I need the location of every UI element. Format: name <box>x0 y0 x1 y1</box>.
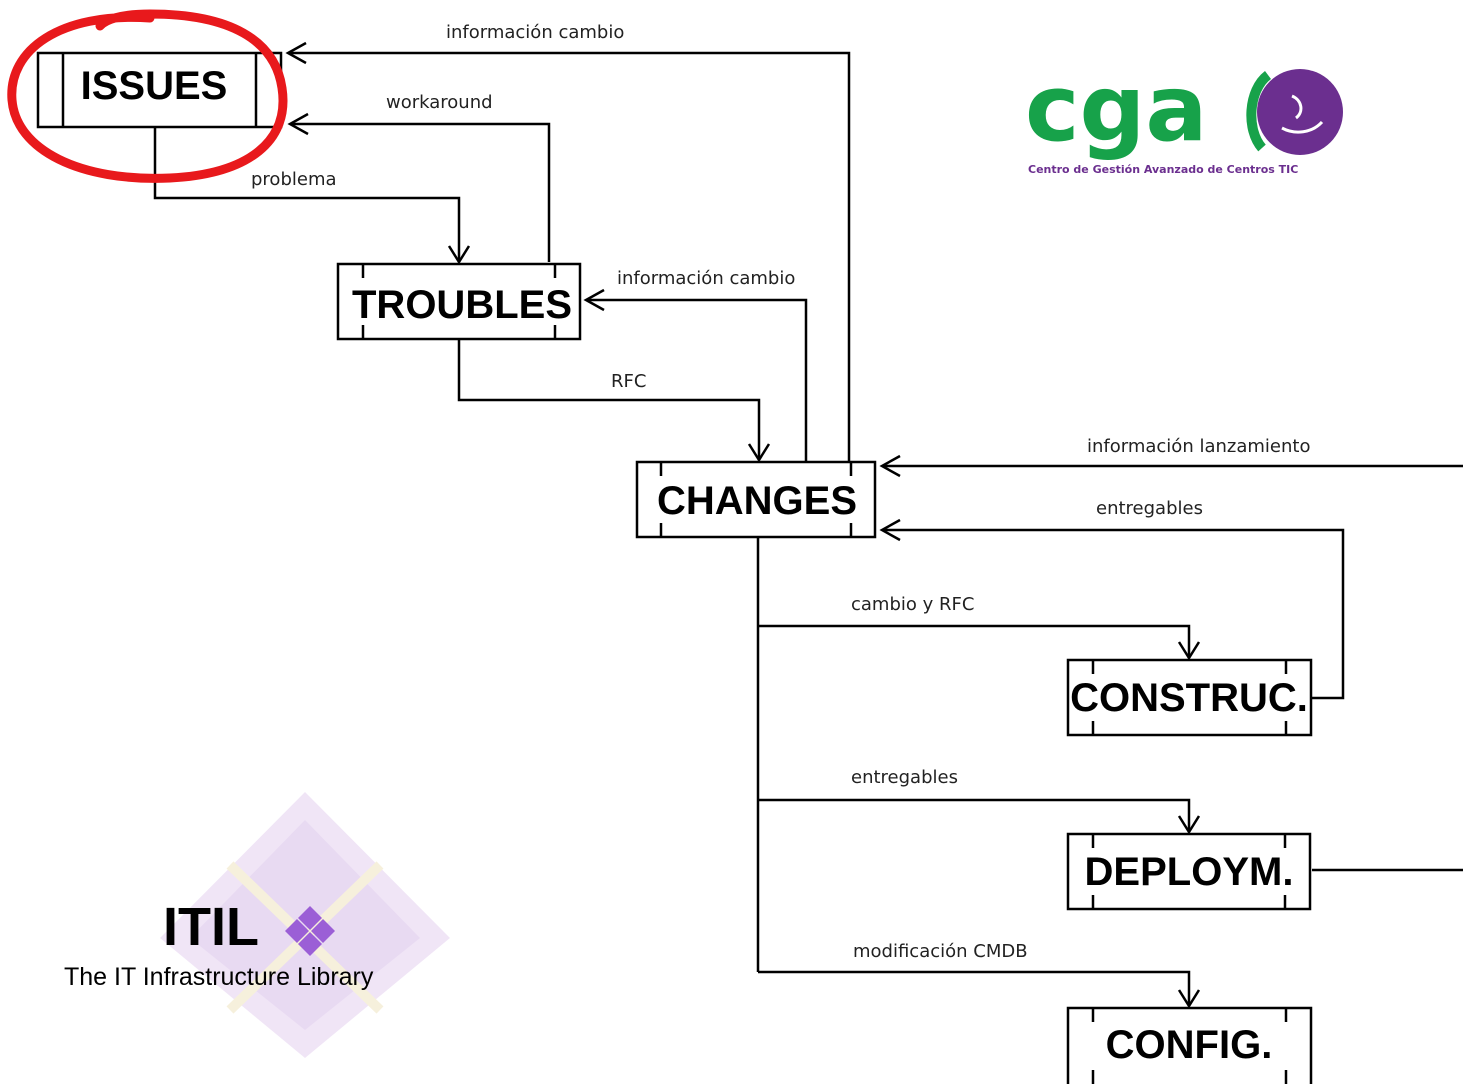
label-cambio-rfc: cambio y RFC <box>851 594 974 615</box>
label-workaround: workaround <box>386 92 493 113</box>
cga-logo: cga Centro de Gestión Avanzado de Centro… <box>1025 49 1343 176</box>
label-problema: problema <box>251 169 337 190</box>
label-info-lanzamiento: información lanzamiento <box>1087 436 1310 457</box>
itil-logo-title: ITIL <box>163 897 259 957</box>
highlight-circle <box>7 9 288 183</box>
edge-problema <box>153 128 461 262</box>
arrowhead-workaround <box>287 112 309 136</box>
label-modificacion-cmdb: modificación CMDB <box>853 941 1028 962</box>
itil-logo: ITIL The IT Infrastructure Library <box>64 897 374 991</box>
label-rfc: RFC <box>611 371 646 392</box>
node-deploym: DEPLOYM. <box>1066 832 1312 911</box>
edge-entregables-mid <box>758 798 1191 832</box>
node-construc-label: CONSTRUC. <box>1070 676 1308 720</box>
node-deploym-label: DEPLOYM. <box>1085 850 1294 894</box>
node-changes: CHANGES <box>635 460 877 539</box>
arrowhead-cambio-rfc <box>1177 641 1201 661</box>
cga-logo-subtitle: Centro de Gestión Avanzado de Centros TI… <box>1028 163 1298 176</box>
edge-info-cambio-mid <box>586 298 808 462</box>
arrowhead-entregables-mid <box>1177 815 1201 835</box>
label-info-cambio-mid: información cambio <box>617 268 795 289</box>
arrowhead-rfc <box>747 443 771 463</box>
node-config: CONFIG. <box>1066 1006 1313 1084</box>
node-config-label: CONFIG. <box>1106 1023 1273 1067</box>
node-issues-label: ISSUES <box>81 64 228 108</box>
arrowhead-problema <box>447 245 471 265</box>
node-construc: CONSTRUC. <box>1066 658 1313 737</box>
cga-logo-arc <box>1246 71 1272 152</box>
node-issues: ISSUES <box>36 51 283 129</box>
label-entregables-top: entregables <box>1096 498 1203 519</box>
label-entregables-mid: entregables <box>851 767 958 788</box>
arrowhead-info-cambio-mid <box>583 288 605 312</box>
edge-modificacion-cmdb <box>758 970 1191 1006</box>
arrowhead-modificacion-cmdb <box>1177 989 1201 1009</box>
edge-cambio-rfc <box>758 624 1191 658</box>
edge-entregables-top <box>882 528 1345 700</box>
node-troubles: TROUBLES <box>336 262 582 341</box>
arrowhead-entregables-top <box>879 518 901 542</box>
edge-info-cambio-top <box>288 51 851 462</box>
edge-rfc <box>457 340 761 460</box>
edge-workaround <box>290 122 551 262</box>
itil-diamond-icon <box>285 906 335 956</box>
cga-logo-emblem-figure <box>1281 49 1324 134</box>
node-changes-label: CHANGES <box>657 479 857 523</box>
arrowhead-info-cambio-top <box>285 41 307 65</box>
label-info-cambio-top: información cambio <box>446 22 624 43</box>
cga-logo-text: cga <box>1025 55 1207 162</box>
itil-logo-subtitle: The IT Infrastructure Library <box>64 963 374 991</box>
arrowhead-info-lanzamiento <box>879 454 901 478</box>
node-troubles-label: TROUBLES <box>352 283 572 327</box>
